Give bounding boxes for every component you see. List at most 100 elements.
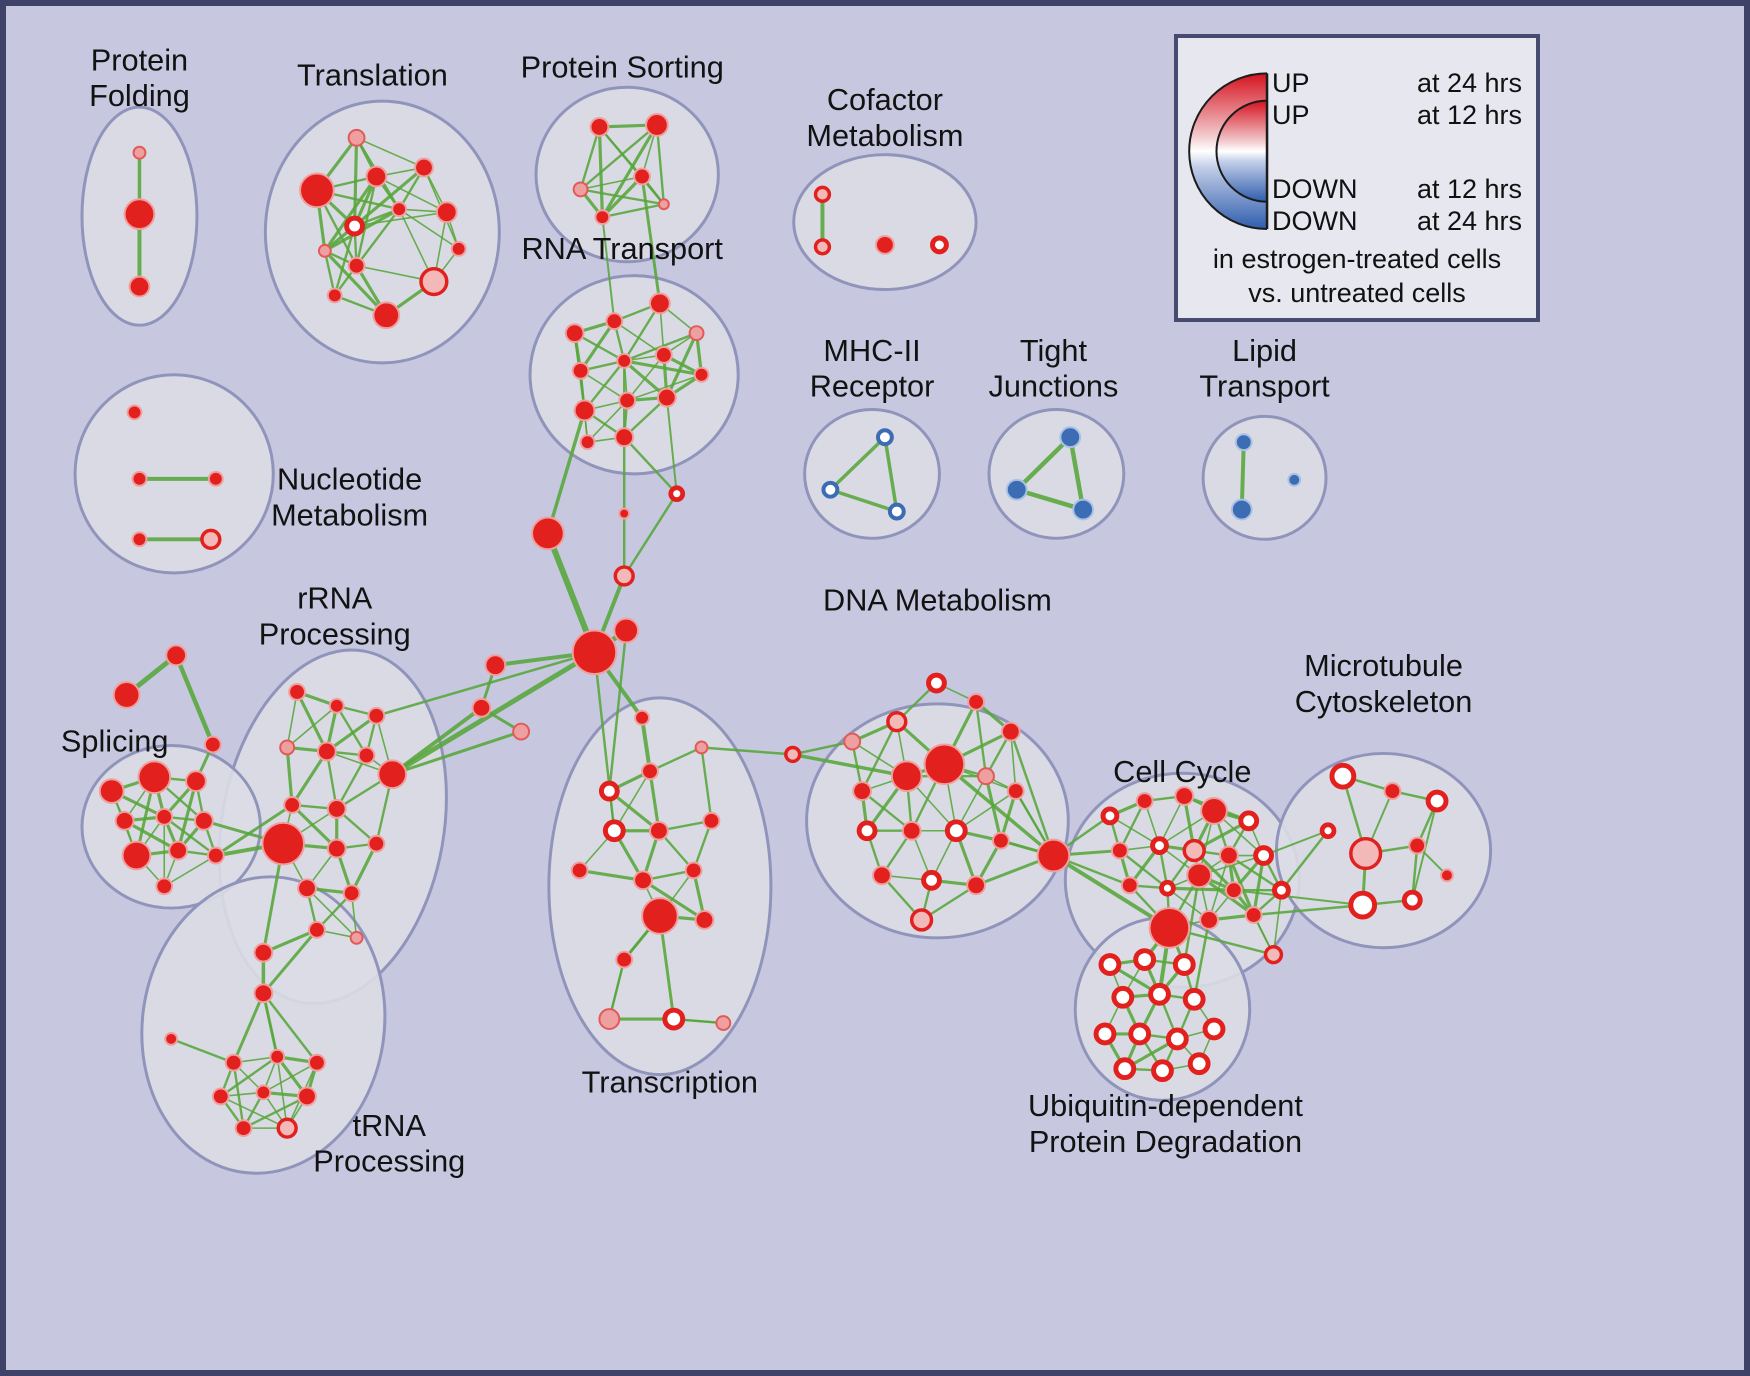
- node-rnatr-12: [579, 434, 596, 451]
- cluster-label-cc: Cell Cycle: [1113, 754, 1251, 789]
- node-ubiq-1: [1133, 948, 1157, 972]
- node-nucl-3: [131, 531, 148, 548]
- node-rnatr-2: [648, 292, 671, 315]
- node-splice-2: [185, 770, 207, 793]
- node-transc-10: [694, 910, 715, 930]
- edge: [883, 435, 899, 514]
- node-transl-6: [435, 201, 458, 224]
- node-rnatr-8: [573, 399, 596, 422]
- cluster-label-trna: Processing: [313, 1144, 465, 1179]
- node-sort-1: [645, 113, 669, 137]
- cluster-label-ubiq: Protein Degradation: [1029, 1124, 1302, 1159]
- node-lipid-2: [1287, 472, 1302, 487]
- node-trna-9: [276, 1117, 298, 1139]
- node-nucl-1: [131, 470, 148, 487]
- node-splice-1: [137, 760, 172, 795]
- edge-link: [608, 629, 628, 793]
- node-cofac-3: [930, 235, 949, 255]
- node-trna-7: [297, 1086, 317, 1107]
- cluster-label-rnatr: RNA Transport: [521, 231, 723, 266]
- node-transl-12: [450, 240, 467, 257]
- edge: [261, 991, 279, 1059]
- node-rnatr-9: [618, 391, 637, 410]
- node-nucl-4: [200, 528, 222, 550]
- cluster-label-splice: Splicing: [61, 723, 169, 758]
- node-rnatr-11: [614, 427, 635, 448]
- node-cc-12: [1186, 862, 1213, 889]
- edge: [335, 704, 368, 757]
- node-cc-11: [1159, 879, 1176, 897]
- node-trna-3: [269, 1048, 286, 1065]
- cluster-label-nucl: Nucleotide: [277, 462, 422, 497]
- node-micro-1: [1383, 782, 1402, 801]
- edge-link: [790, 752, 909, 778]
- node-transc-5: [702, 811, 721, 830]
- node-rrna-6: [377, 759, 408, 790]
- node-trna-0: [253, 983, 274, 1004]
- node-rrna-11: [367, 834, 386, 853]
- node-rrna-13: [342, 884, 361, 903]
- edge: [350, 842, 378, 895]
- node-micro-5: [1408, 836, 1427, 855]
- node-trna-4: [307, 1053, 326, 1072]
- node-dna-8: [977, 767, 995, 786]
- edge: [1118, 799, 1146, 852]
- node-cc-3: [1200, 797, 1228, 825]
- node-rrna-15: [349, 930, 364, 945]
- node-bb-6: [484, 654, 507, 677]
- legend-row-up-24: UP at 24 hrs: [1272, 68, 1522, 99]
- node-splice-5: [193, 810, 214, 831]
- node-ubiq-10: [1113, 1057, 1137, 1081]
- legend-direction: UP: [1272, 100, 1310, 130]
- edge: [375, 175, 448, 213]
- node-splice-7: [168, 840, 189, 861]
- edge: [355, 208, 401, 267]
- cluster-label-cofac: Cofactor: [827, 82, 943, 117]
- edge: [579, 123, 659, 191]
- edge-link: [546, 408, 587, 536]
- edge: [1010, 730, 1017, 792]
- cluster-ellipse-cofac: [792, 153, 978, 291]
- node-ubiq-0: [1098, 953, 1122, 976]
- node-mhc-2: [887, 502, 906, 521]
- node-transc-4: [648, 820, 669, 841]
- cluster-ellipse-mhc: [803, 407, 941, 540]
- node-trna-1: [164, 1031, 179, 1046]
- node-micro-7: [1401, 889, 1423, 911]
- legend-direction: DOWN: [1272, 174, 1358, 204]
- edge: [219, 1055, 279, 1098]
- cluster-label-mhc: Receptor: [810, 369, 935, 404]
- node-ubiq-9: [1202, 1017, 1226, 1041]
- node-cc-16: [1244, 906, 1263, 924]
- node-transl-4: [344, 215, 365, 237]
- edge: [1165, 886, 1236, 892]
- edge: [276, 1055, 288, 1129]
- edge: [579, 125, 601, 191]
- node-nucl-2: [207, 470, 224, 487]
- cluster-label-transl: Translation: [297, 57, 448, 92]
- node-bb-11: [165, 644, 188, 667]
- node-ubiq-4: [1148, 982, 1171, 1006]
- node-sort-2: [572, 181, 589, 198]
- node-rnatr-10: [656, 387, 677, 408]
- cluster-label-trna: tRNA: [353, 1108, 427, 1143]
- edge: [613, 770, 651, 832]
- cluster-label-cofac: Metabolism: [806, 118, 963, 153]
- node-transc-11: [615, 950, 634, 969]
- edge: [1068, 434, 1086, 512]
- legend-direction: UP: [1272, 68, 1310, 98]
- edge: [286, 705, 338, 749]
- edge: [176, 779, 198, 853]
- node-cc-13: [1224, 881, 1243, 900]
- legend-inner-disc-12hrs: [1215, 99, 1268, 203]
- node-tight-1: [1005, 478, 1028, 501]
- edge: [1009, 730, 1055, 857]
- node-splice-3: [114, 810, 135, 831]
- edge: [586, 399, 628, 443]
- edge: [623, 302, 662, 363]
- node-bb-13: [203, 735, 222, 754]
- node-ubiq-8: [1165, 1027, 1189, 1051]
- node-dna-4: [1000, 721, 1021, 742]
- node-bb-2: [531, 516, 565, 551]
